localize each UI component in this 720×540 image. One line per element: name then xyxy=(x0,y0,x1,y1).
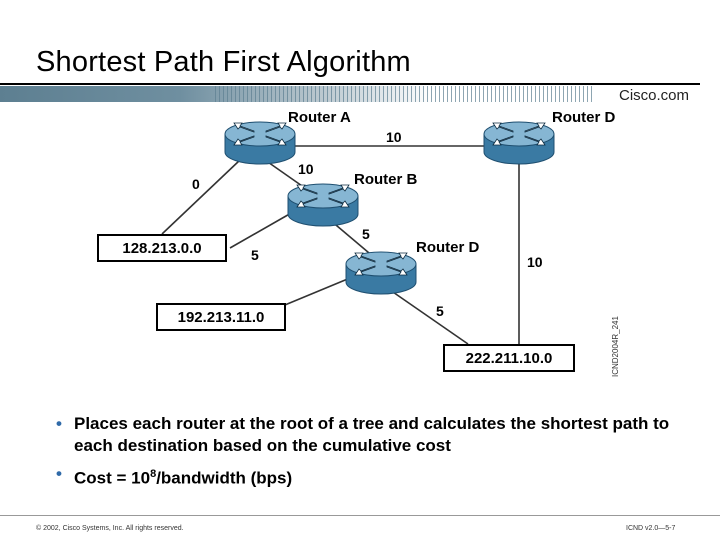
title-rule xyxy=(0,83,700,85)
cost-a-b: 10 xyxy=(298,161,314,177)
network-box-222: 222.211.10.0 xyxy=(443,344,575,372)
bullet-item: • Cost = 108/bandwidth (bps) xyxy=(56,463,696,490)
router-d-mid-label: Router D xyxy=(416,239,480,256)
router-d-top-icon xyxy=(483,121,555,165)
cost-b-d: 5 xyxy=(362,226,370,242)
bullet-icon: • xyxy=(56,464,62,483)
link-b-d xyxy=(329,219,376,259)
course-code: ICND v2.0—5-7 xyxy=(626,525,676,532)
link-d-n3 xyxy=(389,289,469,345)
bullet-item: • Places each router at the root of a tr… xyxy=(56,413,696,457)
header-band-stripes xyxy=(215,86,595,102)
router-b-icon xyxy=(287,183,359,227)
link-a-b xyxy=(264,159,306,189)
bullet-text-2: Cost = 108/bandwidth (bps) xyxy=(74,468,293,488)
links xyxy=(161,145,520,345)
network-box-192: 192.213.11.0 xyxy=(156,303,286,331)
router-d-mid-icon xyxy=(345,251,417,295)
cost-d-n2: 5 xyxy=(436,303,444,319)
bullet-icon: • xyxy=(56,414,62,433)
network-box-128: 128.213.0.0 xyxy=(97,234,227,262)
cost-a-d: 10 xyxy=(386,129,402,145)
link-b-n1 xyxy=(229,211,294,249)
router-d-top-label: Router D xyxy=(552,109,616,126)
bullet-list: • Places each router at the root of a tr… xyxy=(56,413,696,496)
router-a-icon xyxy=(224,121,296,165)
bullet-text-1: Places each router at the root of a tree… xyxy=(74,414,670,455)
cisco-logo: Cisco.com xyxy=(619,87,690,104)
router-b-label: Router B xyxy=(354,171,418,188)
link-a-n1 xyxy=(161,159,241,235)
cost-dtop-n3: 10 xyxy=(527,254,543,270)
page-title: Shortest Path First Algorithm xyxy=(36,46,411,78)
figure-code: ICND2004R_241 xyxy=(611,316,620,377)
cost-a-n1: 0 xyxy=(192,176,200,192)
router-a-label: Router A xyxy=(288,109,351,126)
copyright-text: © 2002, Cisco Systems, Inc. All rights r… xyxy=(36,525,184,532)
cost-b-n1: 5 xyxy=(251,247,259,263)
footer-rule xyxy=(0,515,720,516)
